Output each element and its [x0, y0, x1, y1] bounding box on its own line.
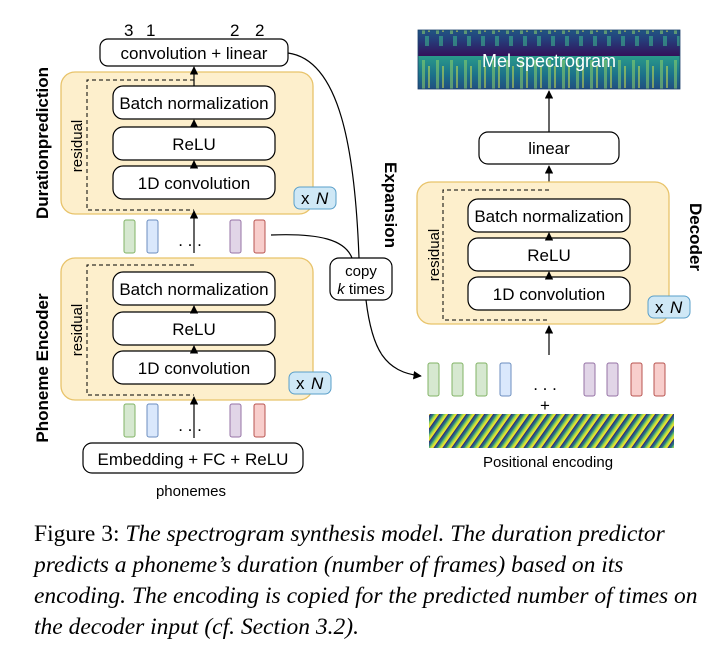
- positional-encoding-label: Positional encoding: [483, 454, 613, 471]
- duration-to-copy-connector: [287, 52, 360, 259]
- conv-linear-label: convolution + linear: [121, 44, 268, 63]
- copy-k-times-box: [329, 257, 393, 301]
- mel-spectrogram-image: [418, 30, 680, 89]
- decoder-section-label: Decoder: [686, 203, 705, 271]
- decoder-residual-label: residual: [426, 229, 443, 282]
- decoder-input-vector-5: [583, 362, 596, 397]
- encoder-repeat-badge: [288, 371, 332, 395]
- expansion-label: Expansion: [381, 162, 400, 248]
- encoding-vector-red: [253, 219, 266, 254]
- embedding-vector-blue: [146, 403, 159, 438]
- encoder-residual-label: residual: [69, 304, 86, 357]
- decoder-conv1d-label: 1D convolution: [493, 285, 605, 304]
- plus-sign: +: [540, 396, 550, 415]
- embedding-vector-green: [123, 403, 136, 438]
- figure-caption: Figure 3: The spectrogram synthesis mode…: [34, 519, 704, 643]
- decoder-residual-path: [442, 189, 549, 321]
- caption-lead: Figure 3:: [34, 521, 126, 547]
- mel-spectrogram-title: Mel spectrogram: [482, 51, 616, 71]
- decoder-input-vector-7: [630, 362, 643, 397]
- duration-repeat-badge: [293, 186, 337, 210]
- encoder-repeat-n: N: [311, 374, 324, 393]
- encoder-relu-label: ReLU: [172, 320, 215, 339]
- decoder-repeat-n: N: [670, 298, 683, 317]
- duration-repeat-x: x: [301, 189, 310, 208]
- caption-body: The spectrogram synthesis model. The dur…: [34, 521, 698, 640]
- decoder-input-ellipsis: . . .: [533, 375, 557, 394]
- decoder-input-vector-6: [606, 362, 619, 397]
- copy-label-line2: k times: [337, 281, 385, 298]
- decoder-batchnorm-label: Batch normalization: [474, 207, 623, 226]
- duration-conv1d-label: 1D convolution: [138, 174, 250, 193]
- encoding-vector-purple: [229, 219, 242, 254]
- top-number-2: 1: [146, 21, 155, 40]
- embedding-box: [82, 442, 304, 474]
- encoder-conv1d-label: 1D convolution: [138, 359, 250, 378]
- duration-residual-path: [86, 79, 194, 211]
- copy-to-decoder-arrow: [365, 299, 422, 380]
- decoder-input-vector-2: [451, 362, 464, 397]
- encoding-ellipsis: . . .: [178, 231, 202, 250]
- decoder-relu-label: ReLU: [527, 246, 570, 265]
- encoder-batchnorm-box: [112, 271, 276, 306]
- decoder-input-vector-1: [427, 362, 440, 397]
- encoder-batchnorm-label: Batch normalization: [119, 280, 268, 299]
- encoding-vector-blue: [146, 219, 159, 254]
- decoder-repeat-badge: [647, 295, 691, 319]
- duration-relu-label: ReLU: [172, 135, 215, 154]
- decoder-repeat-x: x: [655, 298, 664, 317]
- decoder-batchnorm-box: [467, 198, 631, 233]
- phonemes-label: phonemes: [156, 483, 226, 500]
- duration-residual-label: residual: [69, 120, 86, 173]
- duration-repeat-n: N: [316, 189, 329, 208]
- copy-label-line1: copy: [345, 263, 377, 280]
- embedding-label: Embedding + FC + ReLU: [98, 450, 289, 469]
- encoding-vector-green: [123, 219, 136, 254]
- positional-encoding-image: [429, 414, 674, 448]
- top-number-3: 2: [230, 21, 239, 40]
- copy-k: k: [337, 281, 346, 298]
- encoding-to-copy-connector: [270, 234, 353, 259]
- embedding-vector-red: [253, 403, 266, 438]
- decoder-input-vector-3: [475, 362, 488, 397]
- top-number-4: 2: [255, 21, 264, 40]
- encoder-section-label: Phoneme Encoder: [33, 293, 52, 443]
- decoder-input-vector-8: [653, 362, 666, 397]
- embedding-vector-purple: [229, 403, 242, 438]
- duration-batchnorm-label: Batch normalization: [119, 94, 268, 113]
- decoder-input-vector-4: [499, 362, 512, 397]
- copy-times: times: [345, 281, 385, 298]
- linear-label: linear: [528, 139, 570, 158]
- embedding-ellipsis: . . .: [178, 416, 202, 435]
- duration-section-label: Durationprediction: [33, 67, 52, 219]
- top-number-1: 3: [124, 21, 133, 40]
- encoder-repeat-x: x: [296, 374, 305, 393]
- conv-linear-box: [99, 38, 289, 67]
- encoder-residual-path: [86, 264, 194, 396]
- architecture-diagram: 3 1 2 2 convolution + linear Durationpre…: [33, 21, 705, 500]
